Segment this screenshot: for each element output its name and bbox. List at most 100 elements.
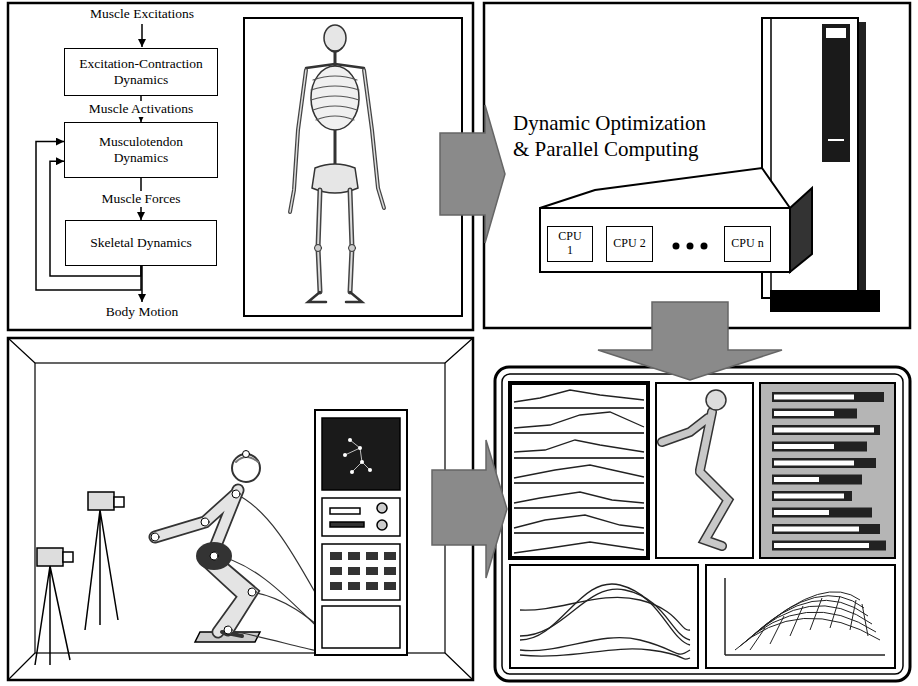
subject-figure: [232, 454, 260, 482]
process-box: Skeletal Dynamics: [65, 220, 217, 266]
cpu-chassis: [687, 243, 694, 250]
lab-console: [377, 503, 387, 513]
skeleton-figure: [318, 190, 352, 292]
subject-figure: [151, 533, 159, 541]
lab-console: [358, 446, 362, 450]
lab-console: [330, 552, 396, 590]
skeleton-figure: [308, 292, 362, 302]
signal-label: Muscle Excitations: [42, 6, 242, 23]
bar-chart: [774, 395, 874, 549]
lab-console: [360, 460, 364, 464]
flow-arrow: [432, 105, 782, 578]
lab-console: [348, 438, 352, 442]
panel-frame: [8, 338, 473, 680]
lab-console: [366, 582, 378, 590]
curve-plot: [510, 565, 698, 668]
bar-chart: [772, 475, 862, 485]
curve-plot: [520, 584, 690, 645]
signal-label: Body Motion: [42, 304, 242, 321]
bar-chart: [774, 527, 859, 532]
flow-arrow: [598, 302, 782, 380]
skeleton-figure: [315, 245, 322, 252]
bar-chart: [774, 444, 834, 449]
surface-plot: [706, 565, 895, 668]
bar-chart: [772, 409, 857, 419]
label-holder: Muscle Activations: [86, 101, 197, 117]
surface-plot: [755, 596, 864, 634]
cpu-chassis: [540, 208, 790, 272]
curve-plot: [520, 589, 690, 640]
subject-figure: [201, 518, 209, 526]
signal-label: Muscle Forces: [98, 191, 183, 207]
lab-console: [315, 410, 407, 655]
cpu-chassis: [540, 168, 812, 272]
panel-title: Dynamic Optimization & Parallel Computin…: [513, 110, 718, 163]
surface-plot: [735, 618, 880, 650]
lab-console: [384, 567, 396, 575]
subject-figure: [243, 451, 250, 458]
bar-chart: [772, 541, 886, 551]
bar-chart: [774, 461, 854, 466]
bar-chart: [772, 458, 876, 468]
bar-chart: [772, 442, 867, 452]
subject-figure: [210, 552, 218, 560]
skeleton-figure: [349, 245, 356, 252]
supercomputer-tower: [770, 290, 880, 312]
lab-console: [384, 582, 396, 590]
skeleton-figure: [311, 76, 359, 120]
results-frame: [495, 367, 910, 681]
surface-plot: [760, 592, 860, 630]
lab-console: [322, 498, 400, 536]
lab-console: [348, 582, 360, 590]
strip-charts: [510, 383, 648, 558]
bar-chart: [772, 392, 884, 402]
curve-plot: [510, 565, 698, 668]
box-text: CPU n: [731, 237, 763, 251]
skeleton-figure: [306, 64, 364, 68]
lab-console: [330, 522, 364, 527]
lab-console: [366, 567, 378, 575]
cpu-chassis: [540, 168, 790, 208]
skeleton-figure: [290, 70, 384, 212]
label-holder: Muscle Forces: [98, 191, 183, 207]
lab-console: [322, 606, 400, 648]
bar-chart: [772, 392, 886, 551]
flow-arrow: [432, 440, 507, 578]
bar-chart: [774, 477, 819, 482]
label-holder: Dynamic Optimization & Parallel Computin…: [513, 110, 718, 163]
bar-chart: [772, 491, 852, 501]
cpu-chassis: [701, 243, 708, 250]
skeleton-figure: [290, 70, 384, 212]
flow-line: [141, 24, 143, 47]
lab-console: [384, 552, 396, 560]
panel-frame: [484, 3, 910, 328]
surface-plot: [706, 565, 895, 668]
supercomputer-tower: [828, 139, 844, 141]
lab-console: [350, 470, 354, 474]
supercomputer-tower: [826, 28, 846, 38]
signal-label: Muscle Activations: [86, 101, 197, 117]
camera: [88, 492, 114, 510]
lab-console: [345, 440, 370, 472]
panel-frame: [8, 338, 473, 680]
surface-plot: [745, 606, 872, 642]
flow-arrow: [440, 105, 505, 243]
skeleton-figure: [290, 25, 384, 302]
bar-chart: [774, 494, 844, 499]
lab-console: [322, 544, 400, 600]
camera: [63, 552, 73, 562]
bar-chart: [760, 383, 895, 558]
bar-chart: [772, 425, 880, 435]
subject-figure: [151, 451, 260, 637]
surface-plot: [750, 600, 868, 638]
strip-charts: [510, 383, 648, 558]
process-box: Musculotendon Dynamics: [64, 122, 218, 178]
squat-model: [662, 412, 728, 546]
box-text: Excitation-Contraction Dynamics: [71, 56, 211, 87]
subject-figure: [155, 490, 252, 632]
bar-chart: [772, 524, 880, 534]
label-holder: Muscle Excitations: [42, 6, 242, 23]
panel-frame: [8, 3, 473, 330]
lab-console: [343, 453, 347, 457]
lab-console: [330, 567, 342, 575]
